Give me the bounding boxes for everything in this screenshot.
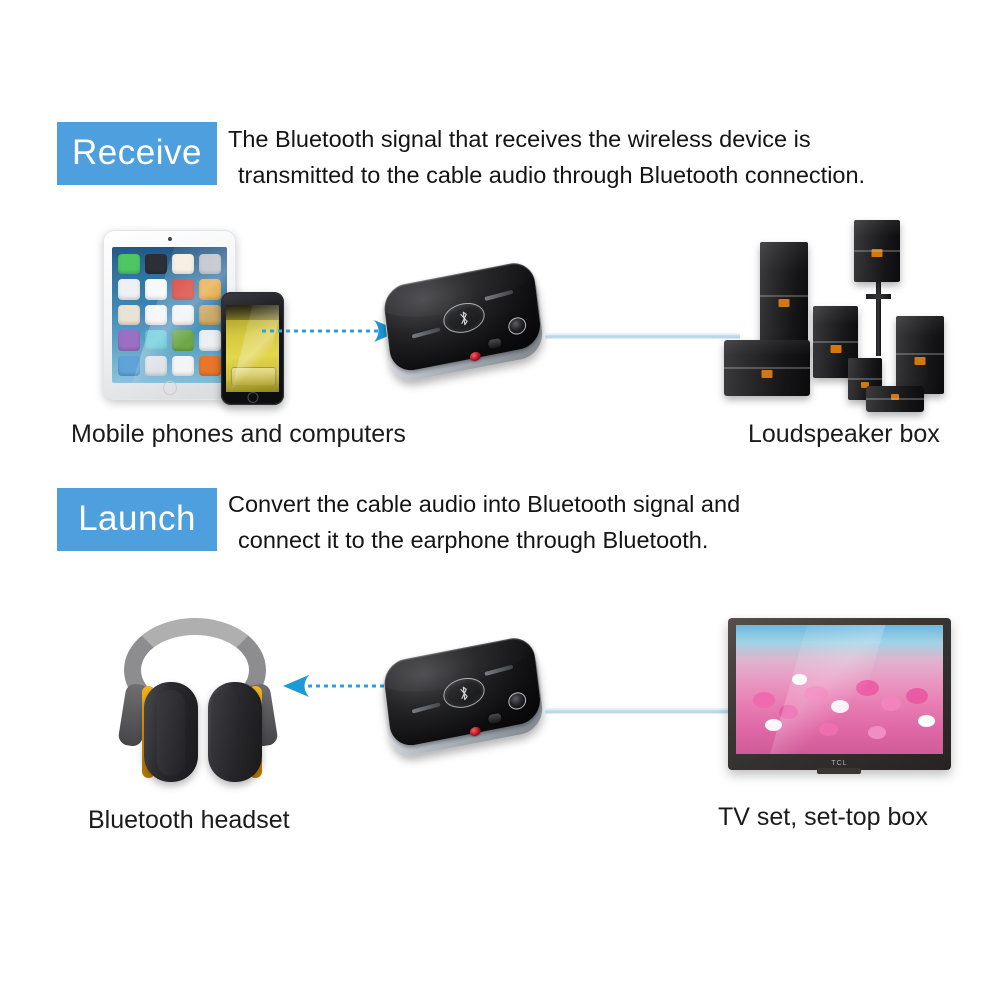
section-description-launch: Convert the cable audio into Bluetooth s…: [228, 486, 740, 558]
adapter-label-left: [411, 702, 441, 714]
app-icon: [145, 279, 167, 300]
flower: [868, 725, 887, 739]
app-icon: [145, 254, 167, 275]
speaker-grille: [760, 242, 808, 271]
adapter-shell: [376, 624, 558, 778]
speaker-grille: [724, 340, 810, 355]
bluetooth-adapter-receive: [381, 259, 552, 387]
flower: [804, 685, 829, 703]
bluetooth-headset: [110, 618, 285, 790]
adapter-top-surface: [381, 259, 543, 375]
adapter-shell: [376, 249, 558, 403]
app-icon: [145, 330, 167, 351]
app-icon: [199, 330, 221, 351]
mobile-devices-group: [103, 230, 288, 408]
app-icon: [118, 304, 140, 326]
speaker-floor-wedge: [866, 386, 924, 412]
app-icon: [199, 304, 221, 326]
jbl-logo: [830, 344, 841, 353]
flower: [905, 688, 928, 705]
connector-device-to-tv: [545, 708, 730, 714]
loudspeaker-cluster: [718, 218, 964, 412]
section-badge-receive: Receive: [57, 122, 217, 185]
phone-content-tile: [230, 367, 277, 386]
receive-desc-line-1: The Bluetooth signal that receives the w…: [228, 126, 811, 152]
tablet-device: [103, 230, 236, 400]
caption-loudspeaker-box: Loudspeaker box: [748, 420, 940, 448]
headset-earpad-left: [157, 690, 185, 776]
flower: [856, 680, 880, 697]
tablet-screen: [112, 247, 227, 383]
section-description-receive: The Bluetooth signal that receives the w…: [228, 121, 865, 193]
bluetooth-icon: [460, 686, 468, 700]
bluetooth-adapter-launch: [381, 634, 552, 762]
tv-set: TCL: [728, 618, 951, 770]
phone-home-button: [247, 392, 258, 403]
app-icon: [199, 254, 221, 275]
section-badge-receive-label: Receive: [72, 132, 202, 172]
tablet-home-button: [162, 381, 177, 395]
caption-mobile-phones-and-computers: Mobile phones and computers: [71, 420, 406, 448]
launch-desc-line-1: Convert the cable audio into Bluetooth s…: [228, 491, 741, 517]
app-icon: [118, 330, 140, 351]
app-icon: [172, 254, 194, 275]
speaker-pole-stand: [876, 278, 881, 356]
speaker-grille: [896, 316, 944, 337]
tv-screen: [736, 625, 943, 754]
flower: [752, 692, 775, 709]
tv-stand: [817, 768, 861, 774]
flower: [831, 699, 850, 713]
adapter-label-left: [411, 327, 441, 339]
flower: [880, 695, 901, 711]
adapter-top-surface: [381, 634, 543, 750]
caption-tv-set-set-top-box: TV set, set-top box: [718, 803, 928, 831]
app-icon: [172, 355, 194, 376]
section-badge-launch: Launch: [57, 488, 217, 551]
jbl-logo: [891, 393, 899, 400]
speaker-right-cabinet: [896, 316, 944, 394]
app-icon: [172, 330, 194, 351]
app-icon: [145, 355, 167, 376]
speaker-on-stand: [854, 220, 900, 282]
flower: [779, 704, 799, 719]
tv-brand-logo: TCL: [831, 760, 848, 767]
speaker-pole-base: [866, 294, 891, 299]
speaker-line-array: [760, 242, 808, 352]
tablet-camera-icon: [167, 237, 172, 241]
app-icon: [145, 304, 167, 326]
speaker-grille: [813, 306, 858, 325]
jbl-logo: [914, 356, 926, 365]
jbl-logo: [861, 381, 869, 388]
app-icon: [199, 279, 221, 300]
flower: [918, 715, 936, 728]
app-icon: [118, 279, 140, 300]
jbl-logo: [778, 299, 790, 308]
app-icon: [172, 279, 194, 300]
flower: [791, 674, 807, 686]
jbl-logo: [871, 248, 883, 257]
app-icon: [172, 304, 194, 326]
app-icon: [118, 254, 140, 275]
adapter-power-button[interactable]: [441, 299, 487, 337]
phone-screen: [226, 305, 279, 392]
headset-earpad-right: [211, 690, 239, 776]
flower: [818, 723, 838, 737]
section-badge-launch-label: Launch: [78, 498, 196, 538]
adapter-power-button[interactable]: [441, 674, 487, 712]
launch-desc-line-2: connect it to the earphone through Bluet…: [238, 527, 709, 553]
app-icon: [199, 355, 221, 376]
flower: [764, 719, 782, 732]
jbl-logo: [761, 370, 773, 379]
speaker-grille: [854, 220, 900, 237]
app-icon: [118, 355, 140, 376]
speaker-subwoofer: [724, 340, 810, 396]
phone-status-bar: [226, 305, 279, 320]
phone-device: [221, 292, 284, 405]
bluetooth-icon: [460, 311, 468, 325]
receive-desc-line-2: transmitted to the cable audio through B…: [238, 162, 866, 188]
connector-device-to-speakers: [545, 333, 740, 339]
caption-bluetooth-headset: Bluetooth headset: [88, 806, 290, 834]
